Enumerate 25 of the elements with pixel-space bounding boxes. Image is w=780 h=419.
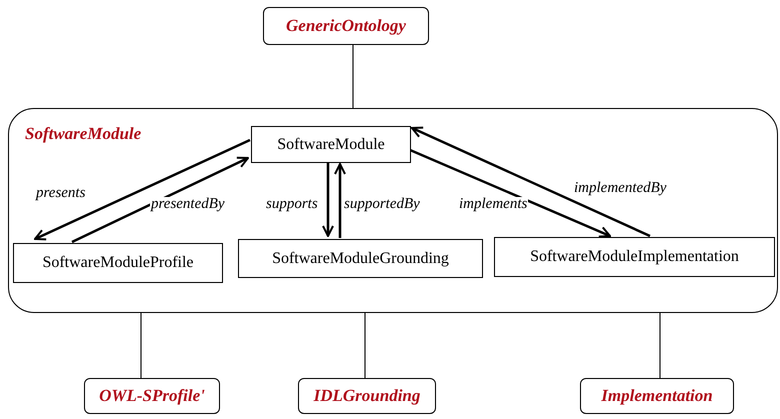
edge-label: supports [265, 197, 319, 212]
ontology-box: Implementation [580, 378, 734, 414]
arrow [410, 148, 611, 238]
arrow [322, 162, 334, 237]
class-box: SoftwareModuleProfile [13, 243, 223, 283]
edge-label: presents [35, 186, 86, 201]
edge-label: presentedBy [150, 197, 226, 212]
class-box: SoftwareModuleImplementation [494, 237, 775, 277]
edge-label: implementedBy [573, 181, 668, 196]
ontology-box: GenericOntology [263, 7, 429, 45]
ontology-box: OWL-SProfile' [84, 378, 220, 414]
class-box: SoftwareModuleGrounding [238, 239, 483, 278]
arrow [71, 156, 249, 244]
class-box: SoftwareModule [251, 126, 411, 163]
edge-label: supportedBy [343, 197, 421, 212]
group-container [8, 108, 778, 313]
ontology-box: IDLGrounding [298, 378, 436, 414]
edge-label: implements [458, 197, 528, 212]
connector-line [140, 312, 142, 378]
group-heading: SoftwareModule [25, 123, 142, 145]
arrow [411, 126, 651, 238]
connector-line [352, 44, 354, 108]
arrow [34, 138, 251, 240]
arrow [334, 163, 346, 238]
connector-line [364, 312, 366, 378]
